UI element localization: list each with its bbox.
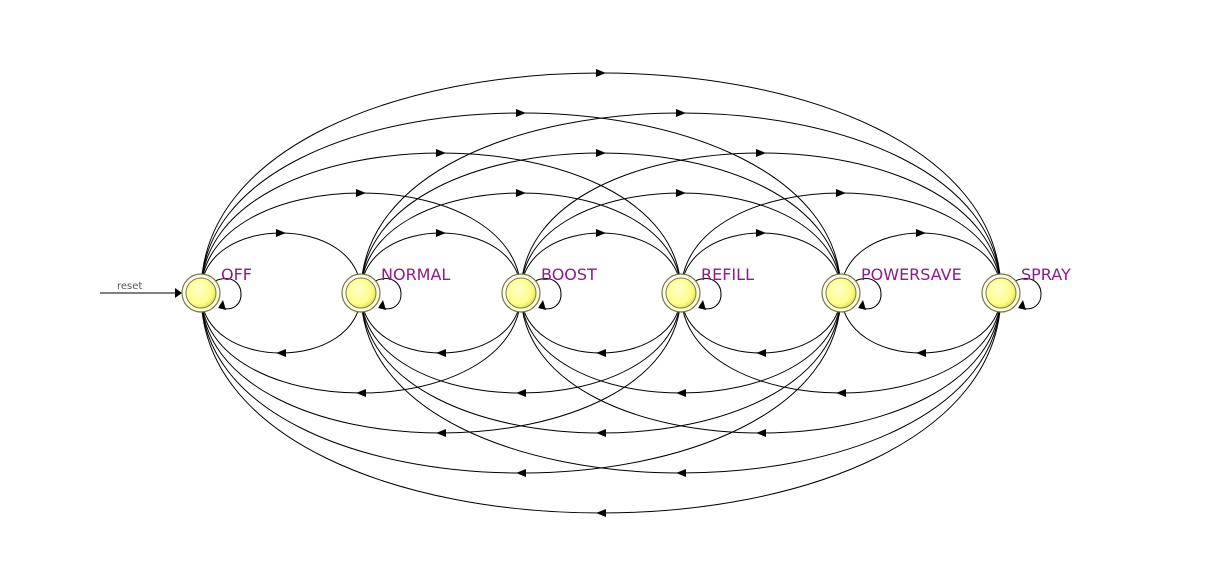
self-loop-arrowhead-boost <box>538 300 546 310</box>
reset-arrow: reset <box>100 281 182 298</box>
transition-refill-to-boost <box>520 292 682 354</box>
arrowhead-powersave-to-spray <box>916 229 926 237</box>
state-label-refill: REFILL <box>701 265 754 284</box>
state-label-spray: SPRAY <box>1021 265 1071 284</box>
arrowhead-boost-to-refill <box>596 229 606 237</box>
state-label-off: OFF <box>221 265 252 284</box>
state-circle-boost <box>505 277 537 309</box>
arrowhead-powersave-to-boost <box>676 389 686 397</box>
arrowhead-spray-to-boost <box>756 429 766 437</box>
state-circle-powersave <box>825 277 857 309</box>
self-loop-normal <box>374 278 402 310</box>
state-label-normal: NORMAL <box>381 265 450 284</box>
arrowhead-refill-to-boost <box>596 349 606 357</box>
transition-boost-to-normal <box>360 292 522 354</box>
arrowhead-normal-to-powersave <box>596 149 606 157</box>
state-label-powersave: POWERSAVE <box>861 265 962 284</box>
self-loop-arrowhead-refill <box>698 300 706 310</box>
arrowhead-spray-to-normal <box>676 469 686 477</box>
arrowhead-boost-to-off <box>356 389 366 397</box>
self-loop-spray <box>1014 278 1042 310</box>
arrowhead-boost-to-normal <box>436 349 446 357</box>
transition-powersave-to-off <box>200 292 842 474</box>
self-loop-arrowhead-spray <box>1018 300 1026 310</box>
self-loop-boost <box>534 278 562 310</box>
transition-spray-to-off <box>200 292 1002 514</box>
self-loop-off <box>214 278 242 310</box>
arrowhead-normal-to-spray <box>676 109 686 117</box>
transition-edges <box>200 69 1002 517</box>
self-loop-arrowhead-off <box>218 300 226 310</box>
self-loop-arrowhead-powersave <box>858 300 866 310</box>
arrowhead-normal-to-off <box>276 349 286 357</box>
arrowhead-normal-to-refill <box>516 189 526 197</box>
transition-spray-to-powersave <box>840 292 1002 354</box>
arrowhead-off-to-refill <box>436 149 446 157</box>
arrowhead-powersave-to-normal <box>596 429 606 437</box>
state-circle-spray <box>985 277 1017 309</box>
state-nodes: OFF NORMAL BOOST REFILL POWERSAVE SPRAY <box>181 265 1071 313</box>
reset-label: reset <box>117 281 142 292</box>
arrowhead-refill-to-off <box>436 429 446 437</box>
state-spray: SPRAY <box>981 265 1071 313</box>
state-boost: BOOST <box>501 265 597 313</box>
transition-off-to-spray <box>200 72 1002 294</box>
arrowhead-refill-to-normal <box>516 389 526 397</box>
arrowhead-normal-to-boost <box>436 229 446 237</box>
arrowhead-off-to-powersave <box>516 109 526 117</box>
self-loop-refill <box>694 278 722 310</box>
transition-boost-to-refill <box>520 232 682 294</box>
state-circle-off <box>185 277 217 309</box>
arrowhead-powersave-to-off <box>516 469 526 477</box>
transition-normal-to-boost <box>360 232 522 294</box>
state-circle-refill <box>665 277 697 309</box>
transition-powersave-to-spray <box>840 232 1002 294</box>
state-normal: NORMAL <box>341 265 450 313</box>
arrowhead-refill-to-powersave <box>756 229 766 237</box>
self-loop-arrowhead-normal <box>378 300 386 310</box>
transition-powersave-to-refill <box>680 292 842 354</box>
arrowhead-boost-to-spray <box>756 149 766 157</box>
state-off: OFF <box>181 265 252 313</box>
arrowhead-boost-to-powersave <box>676 189 686 197</box>
arrowhead-refill-to-spray <box>836 189 846 197</box>
arrowhead-off-to-boost <box>356 189 366 197</box>
arrowhead-powersave-to-refill <box>756 349 766 357</box>
arrowhead-spray-to-powersave <box>916 349 926 357</box>
transition-refill-to-powersave <box>680 232 842 294</box>
state-refill: REFILL <box>661 265 754 313</box>
state-label-boost: BOOST <box>541 265 597 284</box>
state-powersave: POWERSAVE <box>821 265 962 313</box>
arrowhead-off-to-spray <box>596 69 606 77</box>
transition-off-to-normal <box>200 232 362 294</box>
self-loop-powersave <box>854 278 882 310</box>
arrowhead-off-to-normal <box>276 229 286 237</box>
arrowhead-spray-to-off <box>596 509 606 517</box>
transition-spray-to-normal <box>360 292 1002 474</box>
transition-normal-to-off <box>200 292 362 354</box>
state-circle-normal <box>345 277 377 309</box>
arrowhead-spray-to-refill <box>836 389 846 397</box>
